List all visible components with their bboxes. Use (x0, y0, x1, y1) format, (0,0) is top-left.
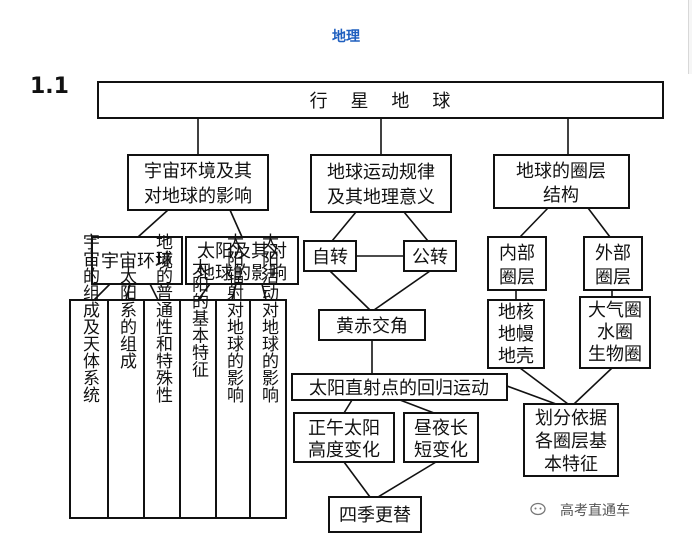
leaf-6-label: 太阳活动对地球的影响 (258, 233, 279, 404)
obliquity-label: 黄赤交角 (336, 316, 408, 337)
node-leaf-cosmos-composition: 宇宙的组成及天体系统 (69, 233, 109, 519)
node-day-length: 昼夜长 短变化 (403, 412, 479, 463)
node-subsolar-migration: 太阳直射点的回归运动 (291, 373, 508, 401)
leaf-5-label: 太阳辐射对地球的影响 (223, 233, 244, 404)
revolution-label: 公转 (412, 247, 448, 268)
watermark-text: 高考直通车 (560, 503, 630, 519)
node-leaf-solar-radiation: 太阳辐射对地球的影响 (215, 233, 251, 519)
noon-altitude-line-2: 高度变化 (308, 440, 380, 461)
rotation-label: 自转 (312, 247, 348, 268)
basis-line-3: 本特征 (544, 454, 598, 475)
node-cosmos-impact: 宇宙环境及其 对地球的影响 (127, 154, 269, 211)
inner-line-2: 圈层 (499, 267, 535, 288)
cosmos-impact-line-2: 对地球的影响 (144, 186, 252, 207)
node-rotation: 自转 (303, 240, 357, 272)
node-revolution: 公转 (403, 240, 457, 272)
node-spheres: 地球的圈层 结构 (493, 154, 630, 209)
node-outer-spheres: 外部 圈层 (583, 236, 643, 291)
earth-motion-line-2: 及其地理意义 (327, 187, 435, 208)
seasons-label: 四季更替 (339, 505, 411, 526)
node-inner-list: 地核 地幔 地壳 (487, 299, 545, 369)
outer-line-2: 圈层 (595, 267, 631, 288)
leaf-1-label: 宇宙的组成及天体系统 (79, 233, 100, 403)
cosmos-environment-label: 宇宙环境 (101, 251, 173, 272)
node-leaf-earth-uniqueness: 地球的普通性和特殊性 (143, 233, 181, 519)
node-outer-list: 大气圈 水圈 生物圈 (579, 296, 651, 369)
outer-list-item: 生物圈 (588, 344, 642, 365)
wechat-channel-icon (530, 502, 546, 516)
page-title: 地理 (332, 29, 360, 45)
connectors (93, 118, 613, 498)
sun-impact-line-1: 太阳及其对 (197, 241, 287, 262)
root-label: 行 星 地 球 (310, 91, 451, 112)
basis-line-1: 划分依据 (535, 408, 607, 429)
noon-altitude-line-1: 正午太阳 (308, 418, 380, 439)
node-division-basis: 划分依据 各圈层基 本特征 (523, 403, 619, 477)
subsolar-label: 太阳直射点的回归运动 (309, 378, 489, 399)
node-seasons: 四季更替 (328, 496, 422, 533)
outer-line-1: 外部 (595, 243, 631, 264)
leaf-4-label: 太阳的基本特征 (188, 258, 209, 377)
day-length-line-1: 昼夜长 (414, 418, 468, 439)
leaf-2-label: 太阳系的组成 (116, 267, 137, 369)
node-earth-motion: 地球运动规律 及其地理意义 (310, 154, 452, 213)
outer-list-item: 大气圈 (588, 300, 642, 321)
node-leaf-solar-system: 太阳系的组成 (107, 267, 145, 519)
root-node: 行 星 地 球 (97, 81, 664, 119)
inner-list-item: 地幔 (498, 324, 534, 345)
spheres-line-1: 地球的圈层 (516, 161, 606, 182)
node-leaf-sun-features: 太阳的基本特征 (179, 258, 217, 519)
inner-line-1: 内部 (499, 243, 535, 264)
outer-list-item: 水圈 (597, 322, 633, 343)
sun-impact-line-2: 地球的影响 (197, 263, 287, 284)
day-length-line-2: 短变化 (414, 440, 468, 461)
leaf-3-label: 地球的普通性和特殊性 (152, 233, 173, 403)
inner-list-item: 地核 (498, 302, 534, 323)
section-number: 1.1 (30, 74, 69, 99)
inner-list-item: 地壳 (498, 346, 534, 367)
node-leaf-solar-activity: 太阳活动对地球的影响 (249, 233, 287, 519)
earth-motion-line-1: 地球运动规律 (327, 162, 435, 183)
cosmos-impact-line-1: 宇宙环境及其 (144, 161, 252, 182)
node-noon-altitude: 正午太阳 高度变化 (293, 412, 395, 463)
node-obliquity: 黄赤交角 (318, 309, 426, 341)
spheres-line-2: 结构 (543, 185, 579, 206)
node-inner-spheres: 内部 圈层 (487, 236, 547, 291)
node-cosmos-environment: 宇宙环境 (91, 236, 183, 285)
scrollbar[interactable] (688, 0, 692, 74)
basis-line-2: 各圈层基 (535, 431, 607, 452)
node-sun-impact: 太阳及其对 地球的影响 (185, 236, 299, 285)
